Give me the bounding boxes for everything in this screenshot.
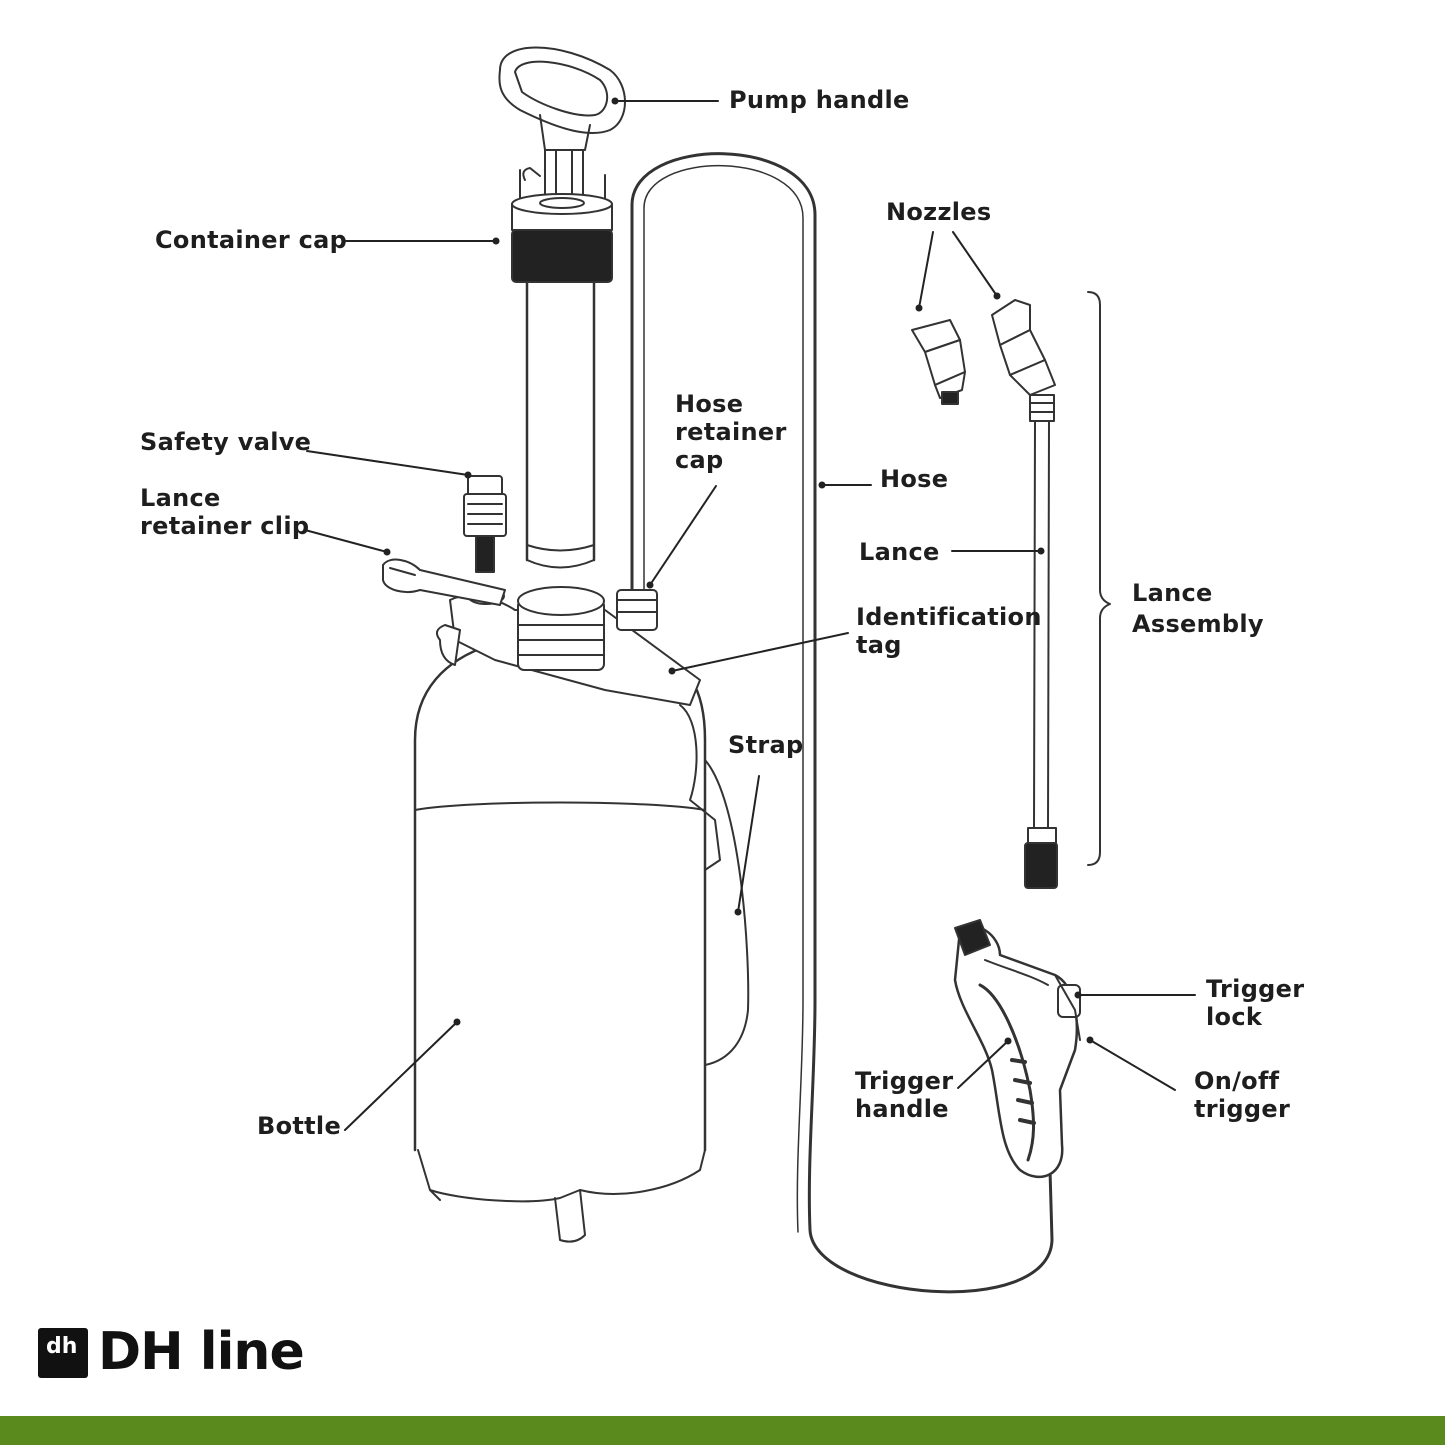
hose xyxy=(630,152,1054,1294)
leader-hose-retainer xyxy=(649,485,717,586)
bottle-neck xyxy=(435,586,721,871)
label-strap: Strap xyxy=(728,731,803,759)
hose-retainer-cap xyxy=(616,589,658,631)
label-line: Container cap xyxy=(155,226,348,254)
label-container-cap: Container cap xyxy=(155,226,347,254)
nozzle-right xyxy=(991,299,1056,396)
lance-assembly-bracket xyxy=(1087,291,1111,866)
label-line: Lance xyxy=(140,484,221,512)
label-safety-valve: Safety valve xyxy=(140,428,311,456)
dh-line-logo: dh DH line xyxy=(38,1322,398,1382)
nozzle-left xyxy=(911,319,966,405)
safety-valve xyxy=(463,475,507,605)
label-hose: Hose xyxy=(880,465,948,493)
logo-mark: dh xyxy=(38,1328,88,1378)
label-line: retainer xyxy=(675,418,787,446)
label-line: trigger xyxy=(1194,1095,1291,1123)
leader-bottle xyxy=(344,1021,458,1131)
label-line: Trigger xyxy=(1206,975,1305,1003)
leader-on-off-trigger xyxy=(1089,1039,1176,1091)
label-line: Identification xyxy=(856,603,1042,631)
label-line: Lance xyxy=(1132,579,1213,607)
label-line: Lance xyxy=(859,538,940,566)
leader-dots xyxy=(383,97,1094,1045)
bottle xyxy=(413,643,750,1243)
pump-cylinder xyxy=(525,280,596,569)
leader-nozzle-right xyxy=(952,231,998,297)
footer-bar xyxy=(0,1416,1445,1445)
label-line: Pump handle xyxy=(729,86,910,114)
label-nozzles: Nozzles xyxy=(886,198,991,226)
label-line: Safety valve xyxy=(140,428,312,456)
leader-strap xyxy=(737,775,760,913)
container-cap xyxy=(511,193,613,283)
logo-mark-text: dh xyxy=(46,1334,78,1359)
label-lance: Lance xyxy=(859,538,940,566)
lance-retainer-clip xyxy=(382,558,506,606)
hose-inner xyxy=(643,164,804,1233)
label-line: Hose xyxy=(880,465,949,493)
label-line: cap xyxy=(675,446,724,474)
leader-lines xyxy=(304,100,1196,1131)
label-line: Assembly xyxy=(1132,610,1264,638)
label-line: Trigger xyxy=(855,1067,954,1095)
leader-identification-tag xyxy=(671,632,849,672)
label-line: tag xyxy=(856,631,902,659)
trigger-gun xyxy=(953,919,1081,1179)
leader-trigger-handle xyxy=(957,1040,1009,1089)
lance xyxy=(1024,394,1058,889)
label-bottle: Bottle xyxy=(257,1112,341,1140)
label-line: Strap xyxy=(728,731,804,759)
label-line: retainer clip xyxy=(140,512,310,540)
label-pump-handle: Pump handle xyxy=(729,86,910,114)
logo-text: DH line xyxy=(98,1322,305,1382)
label-line: Bottle xyxy=(257,1112,342,1140)
pump-handle xyxy=(498,46,626,151)
label-line: lock xyxy=(1206,1003,1263,1031)
label-line: Hose xyxy=(675,390,744,418)
leader-lance-clip xyxy=(304,529,388,553)
leader-nozzle-left xyxy=(918,231,934,309)
leader-safety-valve xyxy=(306,450,469,476)
label-line: Nozzles xyxy=(886,198,992,226)
label-line: On/off xyxy=(1194,1067,1280,1095)
label-line: handle xyxy=(855,1095,949,1123)
